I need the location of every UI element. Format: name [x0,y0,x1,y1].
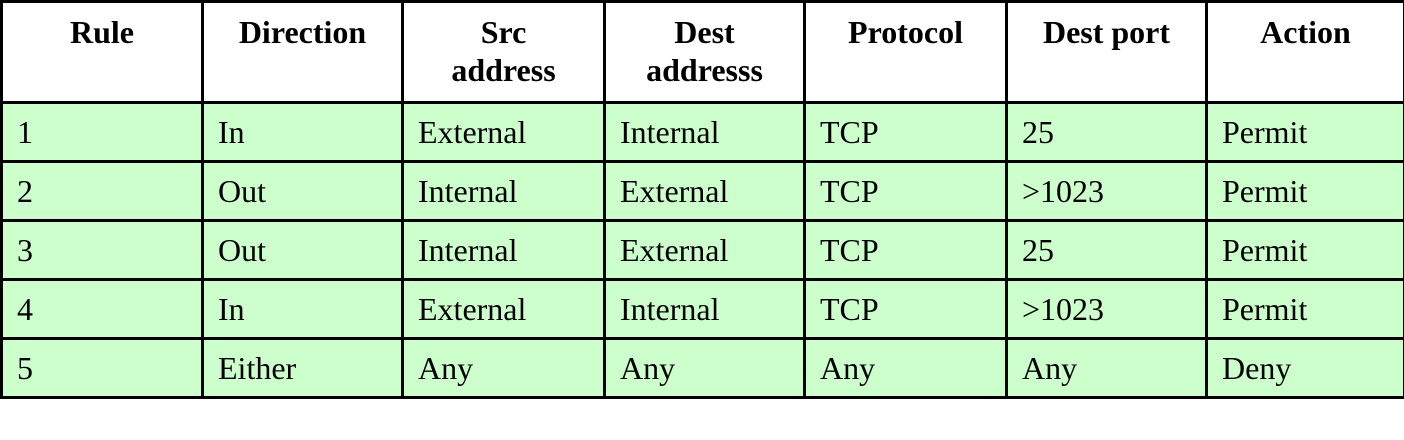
cell-dest-address: Internal [603,101,806,163]
cell-direction: Either [201,337,404,399]
header-protocol: Protocol [803,0,1008,104]
cell-direction: Out [201,219,404,281]
cell-dest-address: External [603,160,806,222]
cell-action: Permit [1205,278,1404,340]
cell-src-address: Internal [401,160,606,222]
cell-src-address: External [401,278,606,340]
cell-src-address: Any [401,337,606,399]
cell-rule: 1 [0,101,204,163]
cell-dest-port: >1023 [1005,278,1208,340]
cell-rule: 2 [0,160,204,222]
table-row: 1 In External Internal TCP 25 Permit [0,101,1404,163]
cell-dest-address: Any [603,337,806,399]
cell-dest-port: 25 [1005,219,1208,281]
table-row: 3 Out Internal External TCP 25 Permit [0,219,1404,281]
table-row: 2 Out Internal External TCP >1023 Permit [0,160,1404,222]
cell-action: Permit [1205,101,1404,163]
cell-rule: 3 [0,219,204,281]
cell-dest-port: 25 [1005,101,1208,163]
cell-action: Permit [1205,219,1404,281]
table-body: 1 In External Internal TCP 25 Permit 2 O… [0,101,1404,399]
cell-dest-port: Any [1005,337,1208,399]
cell-protocol: TCP [803,160,1008,222]
cell-direction: In [201,278,404,340]
cell-protocol: TCP [803,219,1008,281]
header-direction: Direction [201,0,404,104]
cell-rule: 5 [0,337,204,399]
cell-protocol: Any [803,337,1008,399]
cell-dest-address: External [603,219,806,281]
cell-direction: Out [201,160,404,222]
cell-direction: In [201,101,404,163]
cell-rule: 4 [0,278,204,340]
table-row: 4 In External Internal TCP >1023 Permit [0,278,1404,340]
cell-action: Deny [1205,337,1404,399]
cell-protocol: TCP [803,278,1008,340]
cell-src-address: External [401,101,606,163]
cell-src-address: Internal [401,219,606,281]
header-rule: Rule [0,0,204,104]
cell-action: Permit [1205,160,1404,222]
header-dest-port: Dest port [1005,0,1208,104]
cell-protocol: TCP [803,101,1008,163]
table-row: 5 Either Any Any Any Any Deny [0,337,1404,399]
header-action: Action [1205,0,1404,104]
cell-dest-address: Internal [603,278,806,340]
cell-dest-port: >1023 [1005,160,1208,222]
